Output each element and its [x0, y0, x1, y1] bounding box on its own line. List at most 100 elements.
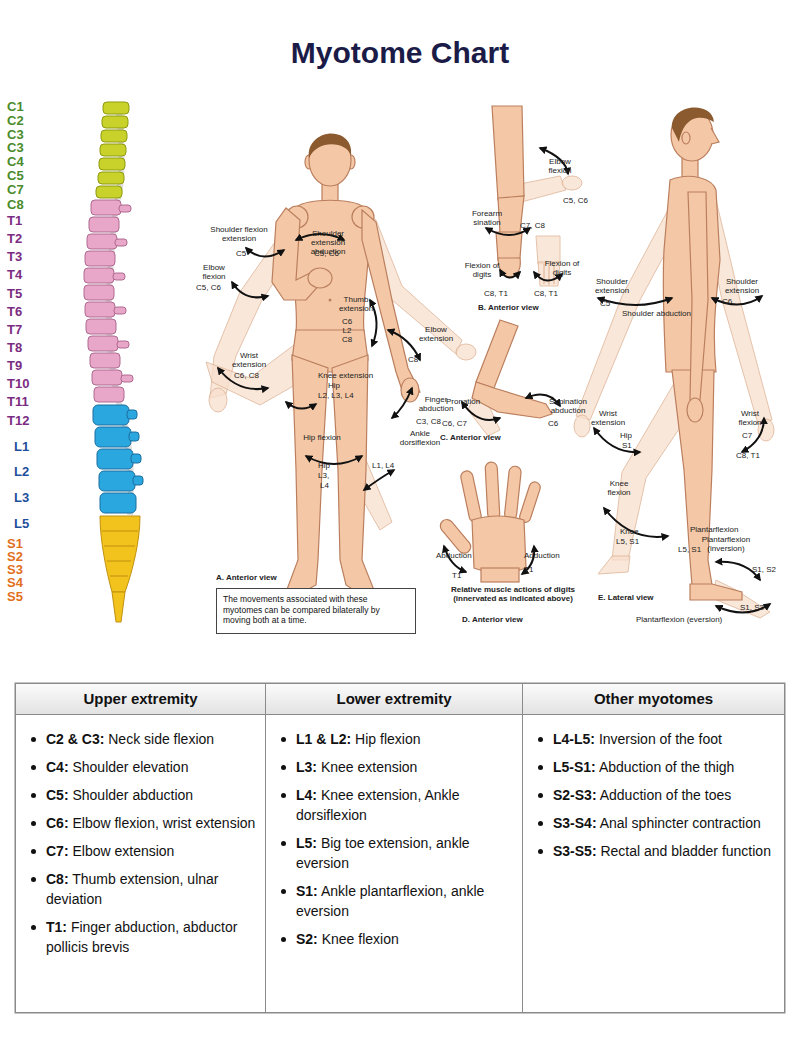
- row-text: S3-S4: Anal sphincter contraction: [553, 815, 761, 831]
- figure-label: C8: [408, 356, 418, 365]
- bullet: [31, 849, 36, 854]
- figure-forearm-part: [472, 382, 552, 418]
- figure-arm-part: [562, 176, 582, 190]
- spine-part: [129, 432, 139, 441]
- spine-level: S1: [7, 537, 23, 551]
- figure-label: C5: [236, 250, 246, 259]
- row-text: T1: Finger abduction, abductor pollicis …: [46, 919, 237, 955]
- figure-label: Elbow flexion: [194, 264, 234, 282]
- figure-lateral: [574, 108, 774, 618]
- figure-arm: [486, 106, 582, 286]
- bullet: [538, 793, 543, 798]
- figure-anterior-part: [286, 402, 316, 409]
- table-row: S2-S3: Adduction of the toes: [523, 785, 784, 805]
- spine-level: T11: [7, 395, 29, 409]
- figure-hand-part: [504, 466, 522, 521]
- table-column: Lower extremityL1 & L2: Hip flexionL3: K…: [265, 683, 523, 1013]
- spine-part: [98, 172, 124, 184]
- figure-label: Plantarflexion: [690, 526, 738, 535]
- figure-label: C8, T1: [534, 290, 558, 299]
- spine-level: T7: [7, 323, 22, 337]
- figure-label: Hip: [318, 462, 330, 471]
- table-row: L1 & L2: Hip flexion: [266, 729, 522, 749]
- bullet: [281, 889, 286, 894]
- figure-lateral-part: [598, 556, 630, 574]
- bullet: [31, 877, 36, 882]
- figure-hand-part: [481, 568, 519, 582]
- figure-label: A. Anterior view: [216, 574, 277, 583]
- myotome-level: S2:: [296, 931, 318, 947]
- figure-label: C5: [600, 300, 610, 309]
- figure-label: Shoulder extension: [592, 278, 632, 296]
- figure-label: L1, L4: [372, 462, 394, 471]
- figure-anterior-part: [308, 268, 332, 288]
- myotome-level: C5:: [46, 787, 69, 803]
- figure-label: L5, S1: [616, 538, 639, 547]
- spine-level: C8: [7, 198, 24, 212]
- figure-label: C6: [722, 298, 732, 307]
- figure-label: Elbow flexion: [540, 158, 580, 176]
- row-text: L5-S1: Abduction of the thigh: [553, 759, 734, 775]
- table-row: T1: Finger abduction, abductor pollicis …: [16, 917, 265, 957]
- spine-level: T9: [7, 359, 22, 373]
- table-row: L5: Big toe extension, ankle eversion: [266, 833, 522, 873]
- figure-label: Hip flexion: [300, 434, 344, 443]
- figure-label: Flexion of digits: [462, 262, 502, 280]
- table-row: L5-S1: Abduction of the thigh: [523, 757, 784, 777]
- figure-label: Wrist extension: [590, 410, 626, 428]
- figure-label: C5, C6: [196, 284, 221, 293]
- spine-level: C7: [7, 183, 24, 197]
- column-header: Upper extremity: [16, 684, 265, 715]
- spine-level: T8: [7, 341, 22, 355]
- figure-label: B. Anterior view: [478, 304, 539, 313]
- myotome-level: T1:: [46, 919, 67, 935]
- row-text: L1 & L2: Hip flexion: [296, 731, 421, 747]
- figure-label: C5, C6: [563, 197, 588, 206]
- figure-anterior-part: [329, 299, 332, 302]
- spine-part: [84, 268, 114, 283]
- bullet: [31, 925, 36, 930]
- myotome-level: S1:: [296, 883, 318, 899]
- figure-label: C6 L2 C8: [340, 318, 354, 345]
- figure-lateral-part: [688, 192, 708, 400]
- bullet: [538, 737, 543, 742]
- bullet: [31, 793, 36, 798]
- myotome-level: C8:: [46, 871, 69, 887]
- figure-label: S1, S2: [740, 604, 764, 613]
- figure-label: Abduction: [436, 552, 472, 561]
- spine-part: [114, 307, 126, 314]
- figure-hand-part: [472, 516, 526, 573]
- myotome-level: L5:: [296, 835, 317, 851]
- spine-part: [90, 353, 120, 368]
- figure-anterior-part: [401, 378, 419, 402]
- figure-lateral-part: [672, 108, 714, 142]
- spine-part: [102, 531, 138, 576]
- spine-part: [127, 410, 137, 419]
- row-text: L3: Knee extension: [296, 759, 417, 775]
- spine-part: [102, 116, 128, 128]
- spine-level: L5: [14, 517, 29, 531]
- figure-arm-part: [498, 258, 520, 277]
- title: Myotome Chart: [0, 36, 800, 70]
- spine-part: [91, 200, 121, 215]
- figure-label: D. Anterior view: [462, 616, 523, 625]
- spine-level: T2: [7, 232, 22, 246]
- spine-part: [93, 405, 129, 425]
- table-row: C2 & C3: Neck side flexion: [16, 729, 265, 749]
- bullet: [538, 849, 543, 854]
- figure-label: S1: [622, 442, 632, 451]
- figure-label: T1: [524, 566, 533, 575]
- figure-label: E. Lateral view: [598, 594, 654, 603]
- row-text: L4-L5: Inversion of the foot: [553, 731, 722, 747]
- figure-label: Forearm sination: [466, 210, 508, 228]
- row-text: C4: Shoulder elevation: [46, 759, 188, 775]
- myotome-level: C4:: [46, 759, 69, 775]
- figure-label: Shoulder extension: [722, 278, 762, 296]
- figure-label: Adduction: [524, 552, 560, 561]
- figure-label: Knee: [620, 528, 639, 537]
- spine-part: [131, 454, 141, 463]
- figure-forearm-part: [476, 320, 518, 388]
- spine-level: C1: [7, 100, 24, 114]
- spine-part: [112, 592, 125, 622]
- table-row: S3-S5: Rectal and bladder function: [523, 841, 784, 861]
